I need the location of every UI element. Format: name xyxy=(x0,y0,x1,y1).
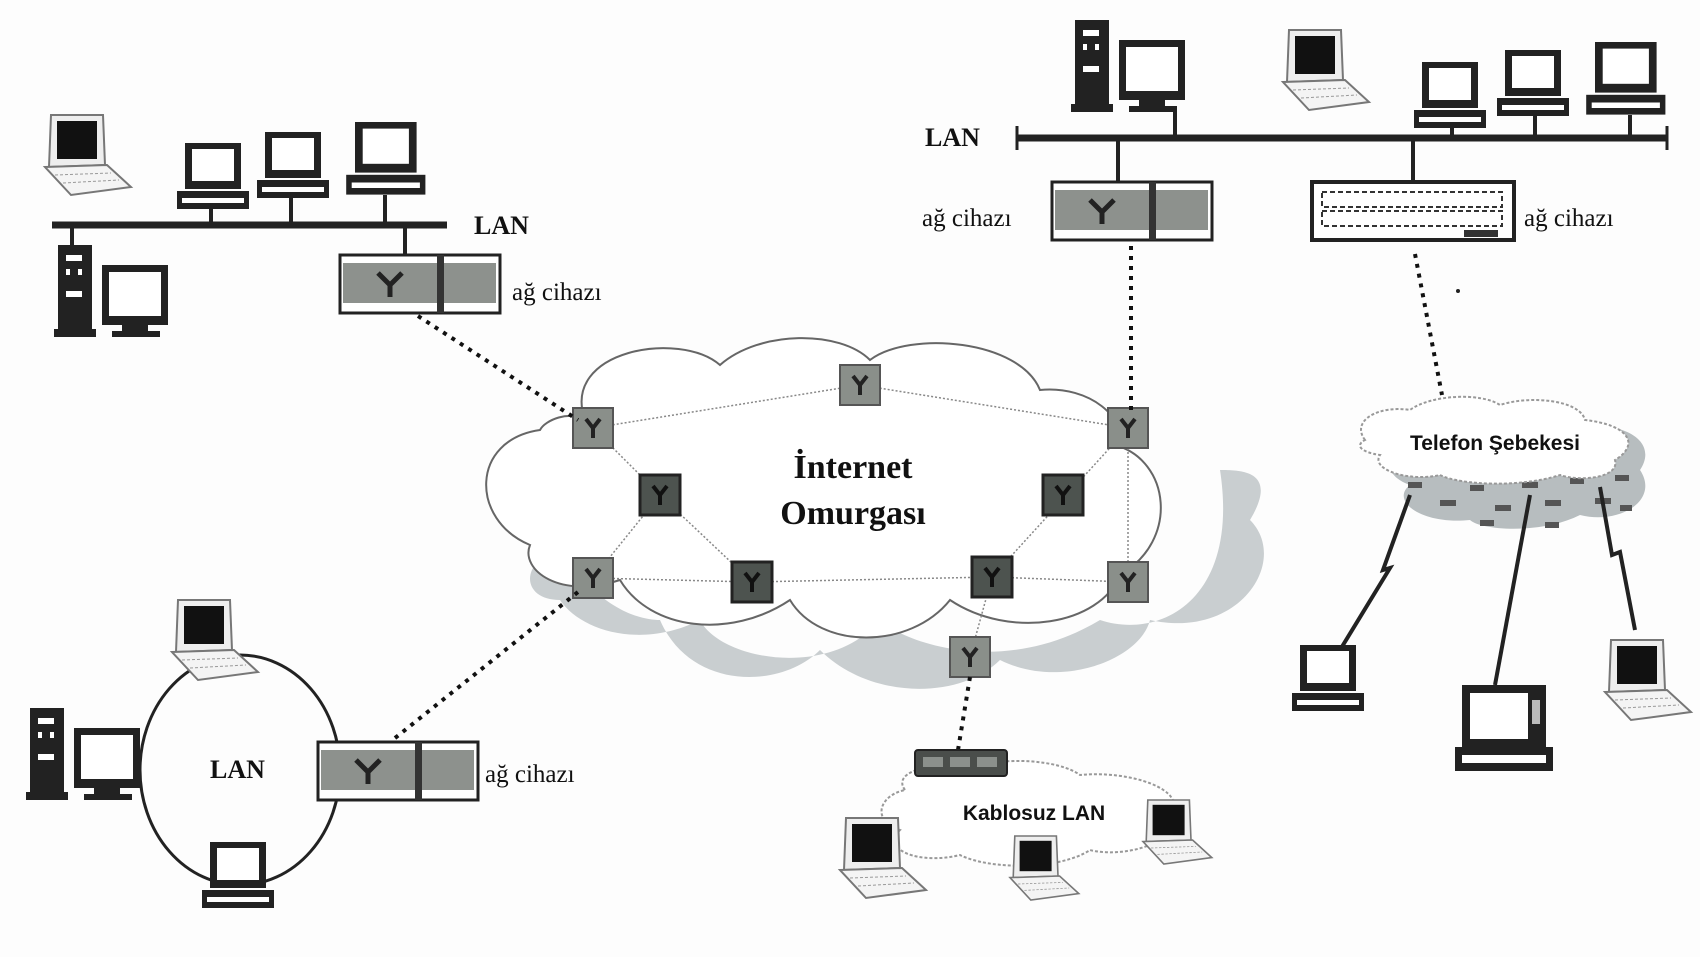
desktop-computer-icon xyxy=(1292,645,1364,711)
internet-backbone-cloud: İnternet Omurgası xyxy=(485,337,1264,689)
laptop-icon xyxy=(1282,29,1370,111)
device-label: ağ cihazı xyxy=(512,279,602,306)
lan-label-top-right: LAN xyxy=(925,123,980,152)
wireless-lan-label: Kablosuz LAN xyxy=(963,802,1105,825)
router-icon xyxy=(571,556,615,600)
device-label: ağ cihazı xyxy=(485,761,575,788)
wan-connections xyxy=(393,246,1444,751)
desktop-computer-icon xyxy=(177,143,249,209)
desktop-computer-icon xyxy=(202,842,274,908)
backbone-title-line2: Omurgası xyxy=(780,495,925,532)
lan-label: LAN xyxy=(210,755,265,784)
leased-link xyxy=(1493,494,1532,686)
laptop-icon xyxy=(1142,799,1213,865)
laptop-open-icon xyxy=(1455,685,1553,771)
tower-pc-icon xyxy=(54,245,168,337)
network-device-icon xyxy=(340,255,500,313)
laptop-icon xyxy=(44,114,132,196)
router-icon xyxy=(970,555,1014,599)
switch-icon xyxy=(1310,180,1516,242)
phone-network: Telefon Şebekesi xyxy=(1292,289,1692,771)
wireless-link xyxy=(1598,486,1637,631)
desktop-computer-icon xyxy=(346,122,426,195)
router-icon xyxy=(948,635,992,679)
desktop-computer-icon xyxy=(1497,50,1569,116)
router-icon xyxy=(730,560,774,604)
router-icon xyxy=(1106,406,1150,450)
network-device-icon xyxy=(1052,182,1212,240)
phone-cloud xyxy=(1359,395,1630,485)
lan-label: LAN xyxy=(474,211,529,240)
router-icon xyxy=(1041,473,1085,517)
laptop-icon xyxy=(1604,639,1692,721)
lan-top-right: ağ cihazı ağ cihazı LAN xyxy=(922,20,1669,242)
cloud-shadow xyxy=(530,470,1264,689)
router-icon xyxy=(1106,560,1150,604)
router-icon xyxy=(571,406,615,450)
device-label-right: ağ cihazı xyxy=(1524,205,1614,232)
desktop-computer-icon xyxy=(1414,62,1486,128)
dialup-link xyxy=(1338,494,1412,652)
desktop-computer-icon xyxy=(257,132,329,198)
lan-bottom-left: LAN ağ cihazı xyxy=(26,599,575,908)
wireless-lan: Kablosuz LAN xyxy=(839,749,1213,901)
router-icon xyxy=(838,363,882,407)
backbone-title-line1: İnternet xyxy=(794,448,914,486)
device-label-left: ağ cihazı xyxy=(922,205,1012,232)
tower-pc-icon xyxy=(26,708,140,800)
phone-network-label: Telefon Şebekesi xyxy=(1410,432,1580,455)
laptop-icon xyxy=(171,599,259,681)
access-point-icon xyxy=(914,749,1008,777)
lan-top-left: LAN ağ cihazı xyxy=(44,114,602,337)
network-device-icon xyxy=(318,742,478,800)
desktop-computer-icon xyxy=(1586,42,1666,115)
router-icon xyxy=(638,473,682,517)
tower-pc-icon xyxy=(1071,20,1185,112)
